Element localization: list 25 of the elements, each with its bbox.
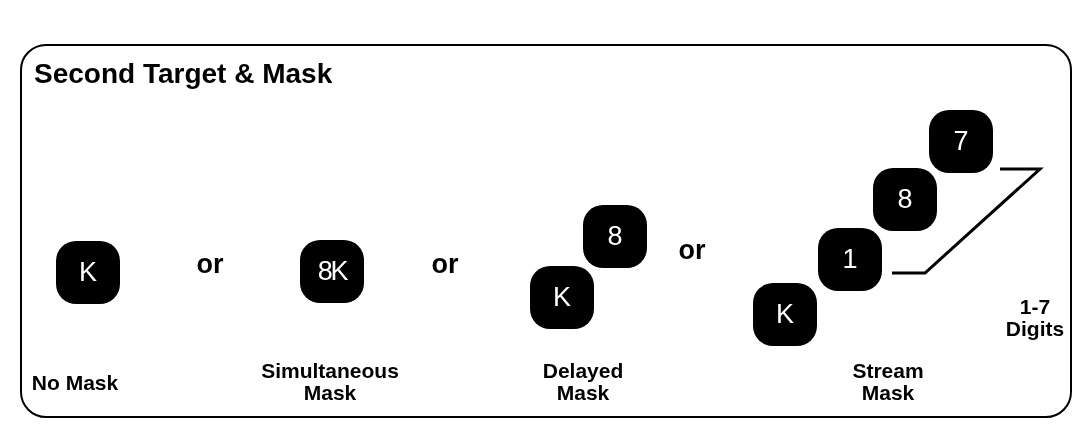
- stimulus-tile: [56, 241, 120, 304]
- stimulus-tile: [929, 110, 993, 173]
- stimulus-character: 1: [842, 246, 858, 273]
- stimulus-character: 8: [607, 223, 623, 250]
- stimulus-character: K: [553, 284, 571, 311]
- caption-label: 1-7 Digits: [1004, 296, 1066, 341]
- stimulus-tile: [583, 205, 647, 268]
- connector-word: or: [430, 250, 460, 279]
- stimulus-character: 7: [953, 128, 969, 155]
- stimulus-tile: [818, 228, 882, 291]
- stimulus-tile: [873, 168, 937, 231]
- caption-label: No Mask: [30, 372, 120, 395]
- caption-label: Delayed Mask: [541, 360, 625, 405]
- title: Second Target & Mask: [34, 58, 333, 90]
- stimulus-character: K: [79, 259, 97, 286]
- caption-label: Simultaneous Mask: [260, 360, 400, 405]
- stimulus-tile: [300, 240, 364, 303]
- stimulus-character: 8: [897, 186, 913, 213]
- connector-word: or: [677, 236, 707, 265]
- stimulus-tile: [753, 283, 817, 346]
- stimulus-character: 8K: [317, 258, 347, 285]
- stimulus-tile: [530, 266, 594, 329]
- stimulus-character: K: [776, 301, 794, 328]
- connector-word: or: [195, 250, 225, 279]
- caption-label: Stream Mask: [851, 360, 925, 405]
